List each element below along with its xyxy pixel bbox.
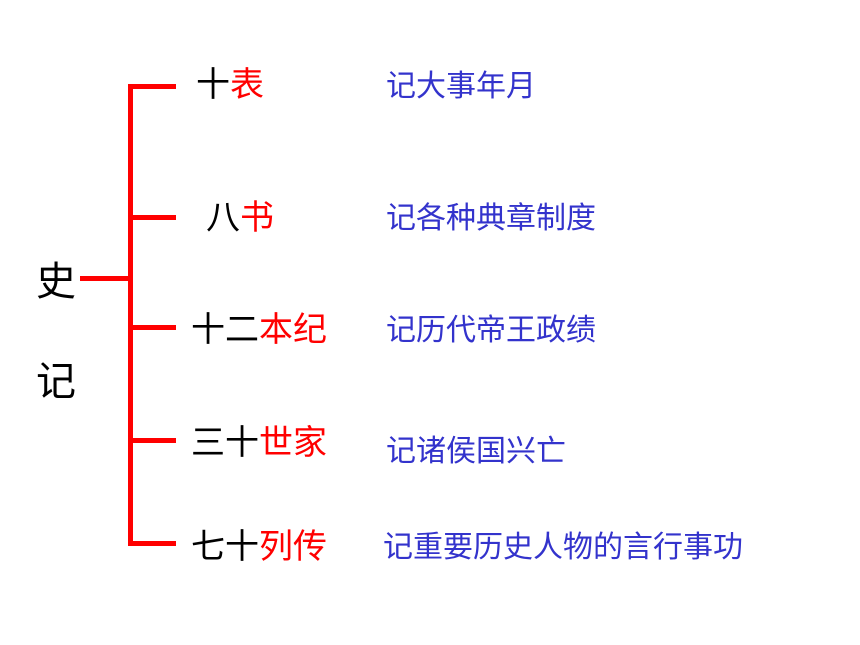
branch-description-1: 记大事年月 [386,69,536,104]
branch-label-2: 八书 [206,201,274,235]
branch-keyword: 书 [240,198,274,238]
branch-label-5: 七十列传 [191,530,327,564]
branch-keyword: 本纪 [259,310,327,350]
root-connector-line [80,276,130,281]
root-char-shi: 史 [36,259,76,305]
branch-number: 十 [196,65,230,105]
branch-description-5: 记重要历史人物的言行事功 [383,530,743,565]
branch-number: 十二 [191,310,259,350]
branch-number: 七十 [191,527,259,567]
branch-line-4 [128,438,176,443]
branch-keyword: 列传 [259,527,327,567]
branch-line-5 [128,541,176,546]
branch-label-1: 十表 [196,68,264,102]
branch-line-2 [128,215,176,220]
branch-keyword: 表 [230,65,264,105]
branch-label-3: 十二本纪 [191,313,327,347]
branch-number: 三十 [191,423,259,463]
branch-description-3: 记历代帝王政绩 [386,313,596,348]
branch-keyword: 世家 [259,423,327,463]
branch-number: 八 [206,198,240,238]
branch-label-4: 三十世家 [191,426,327,460]
root-char-ji: 记 [36,359,76,405]
branch-description-2: 记各种典章制度 [386,201,596,236]
bracket-trunk-line [128,84,133,546]
branch-description-4: 记诸侯国兴亡 [386,434,566,469]
branch-line-3 [128,325,176,330]
branch-line-1 [128,84,176,89]
